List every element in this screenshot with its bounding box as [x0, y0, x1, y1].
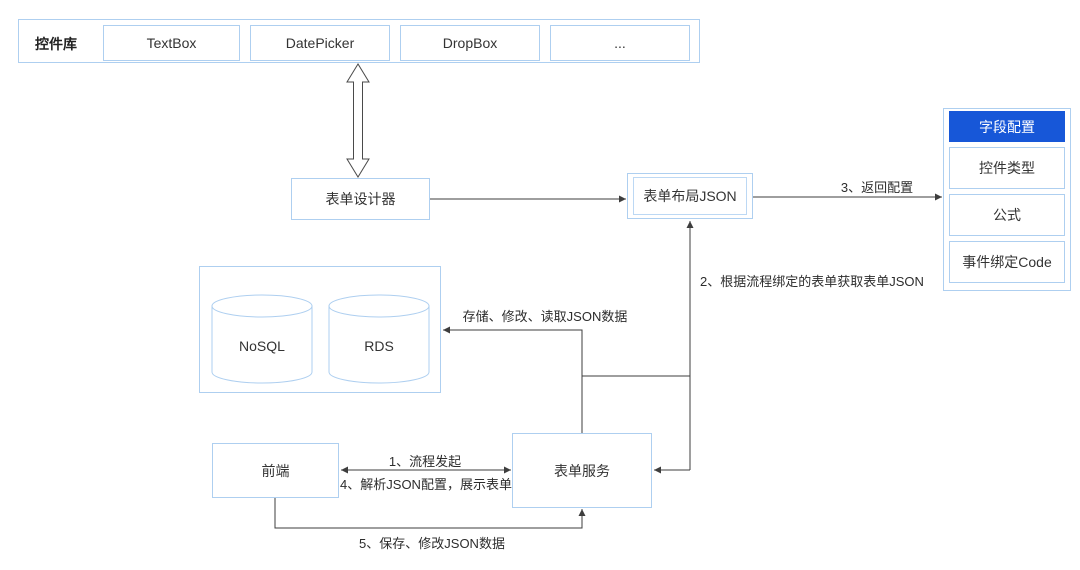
nosql-database: NoSQL [211, 294, 313, 384]
form-layout-json-inner: 表单布局JSON [633, 177, 747, 215]
edge-label-store: 存储、修改、读取JSON数据 [462, 309, 628, 324]
frontend-node: 前端 [212, 443, 339, 498]
database-cylinder-icon [211, 294, 313, 384]
form-designer-node: 表单设计器 [291, 178, 430, 220]
field-config-header: 字段配置 [949, 111, 1065, 142]
control-item-textbox: TextBox [103, 25, 240, 61]
edge-label-step2: 2、根据流程绑定的表单获取表单JSON [700, 274, 924, 289]
control-item-datepicker: DatePicker [250, 25, 390, 61]
edge-label-step3: 3、返回配置 [840, 180, 914, 195]
edge-label-step1: 1、流程发起 [388, 454, 462, 469]
rds-database: RDS [328, 294, 430, 384]
config-item-control-type: 控件类型 [949, 147, 1065, 189]
rds-label: RDS [364, 338, 394, 354]
control-item-dropbox: DropBox [400, 25, 540, 61]
edge-step5 [274, 498, 586, 529]
edge-label-step5: 5、保存、修改JSON数据 [359, 536, 505, 551]
form-layout-json-label: 表单布局JSON [643, 188, 737, 204]
edge-label-step4: 4、解析JSON配置，展示表单 [340, 477, 512, 492]
edge-service-to-db [443, 326, 583, 433]
nosql-label: NoSQL [239, 338, 285, 354]
database-cylinder-icon [328, 294, 430, 384]
control-library-label: 控件库 [35, 36, 77, 52]
form-service-node: 表单服务 [512, 433, 652, 508]
form-layout-json-node: 表单布局JSON [627, 173, 753, 219]
config-item-event-binding: 事件绑定Code [949, 241, 1065, 283]
control-item-more: ... [550, 25, 690, 61]
double-arrow-library-designer [346, 63, 370, 178]
config-item-formula: 公式 [949, 194, 1065, 236]
